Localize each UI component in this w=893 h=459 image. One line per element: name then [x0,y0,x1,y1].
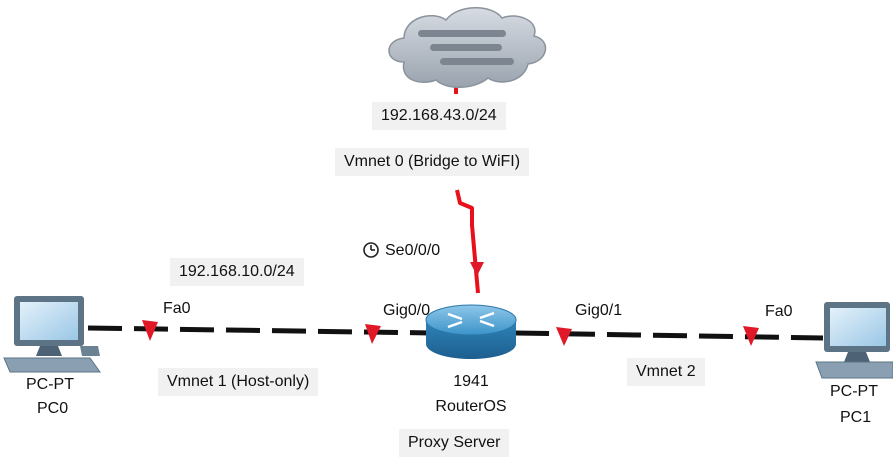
serial-port-label: Se0/0/0 [385,242,441,259]
pc0-name-label: PC0 [37,400,69,417]
cloud-icon[interactable] [388,7,547,88]
right-link-label: Vmnet 2 [627,358,705,386]
cloud-network-label: 192.168.43.0/24 [372,102,506,130]
left-link-label: Vmnet 1 (Host-only) [158,368,319,396]
clock-icon [363,242,379,258]
port-marker [142,320,158,341]
port-marker [365,324,381,344]
port-marker [556,327,572,346]
router-name-label: RouterOS [435,398,507,415]
pc0-port-label: Fa0 [163,300,191,317]
ethernet-link-right[interactable] [514,326,824,346]
router-model-label: 1941 [453,373,489,390]
ethernet-link-left[interactable] [87,320,433,344]
pc0-icon[interactable] [3,296,101,373]
left-network-label: 192.168.10.0/24 [170,258,304,286]
router-right-port-label: Gig0/1 [575,302,623,319]
pc1-type-label: PC-PT [830,383,878,400]
pc1-name-label: PC1 [840,409,872,426]
pc1-icon[interactable] [815,302,893,379]
router-left-port-label: Gig0/0 [383,302,431,319]
router-role-label: Proxy Server [399,429,510,457]
router-icon[interactable] [425,304,517,359]
port-marker [470,262,484,276]
pc0-type-label: PC-PT [26,376,74,393]
cloud-link-label: Vmnet 0 (Bridge to WiFI) [335,148,530,176]
pc1-port-label: Fa0 [765,303,793,320]
port-marker [743,326,759,346]
